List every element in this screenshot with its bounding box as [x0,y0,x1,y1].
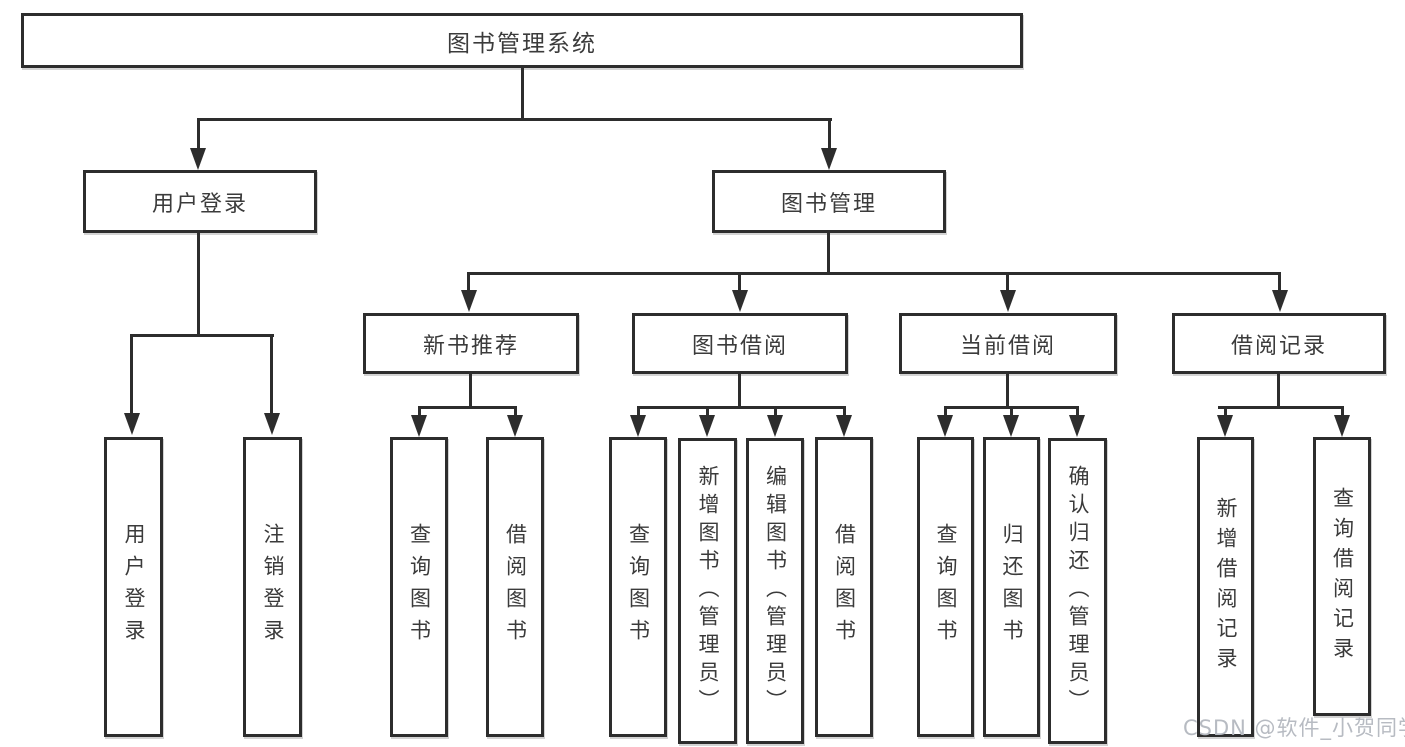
leaf-label: 归还图书 [1000,523,1024,651]
connector-new-book-stub [469,372,472,408]
node-book-management: 图书管理 [712,170,946,233]
csdn-watermark: CSDN @软件_小贺同学 [1183,716,1405,740]
arrow-down-icon [767,415,783,437]
leaf-label: 查询借阅记录 [1330,486,1355,667]
connector-to-leaf-user-login [130,334,133,414]
connector-borrowing-records-split [1218,406,1343,409]
connector-book-borrowing-stub [738,372,741,408]
connector-level2-split [468,272,1281,275]
leaf-label: 用户登录 [122,523,146,651]
arrow-down-icon [937,415,953,437]
connector-book-borrowing-split [637,406,845,409]
arrow-down-icon [507,415,523,437]
leaf-user-login: 用户登录 [104,437,163,737]
connector-leaf [637,406,640,418]
connector-user-login-stub [197,233,200,337]
arrow-down-icon [821,148,837,170]
leaf-logout: 注销登录 [243,437,302,737]
arrow-down-icon [461,290,477,312]
leaf-borrowing-query-books: 查询图书 [609,437,667,737]
connector-leaf [1224,406,1227,418]
arrow-down-icon [411,415,427,437]
leaf-newbook-query-books: 查询图书 [390,437,448,737]
node-library-management-system: 图书管理系统 [21,13,1023,68]
arrow-down-icon [1003,415,1019,437]
connector-borrowing-records-stub [1277,372,1280,408]
leaf-current-confirm-return-admin: 确认归还（管理员） [1048,438,1107,744]
leaf-label: 借阅图书 [503,523,528,651]
leaf-label: 确认归还（管理员） [1066,465,1090,717]
node-label: 图书管理 [780,191,877,217]
connector-leaf [706,406,709,418]
leaf-label: 编辑图书（管理员） [763,465,788,717]
leaf-records-add-borrow-record: 新增借阅记录 [1197,437,1254,737]
connector-root-stub [521,68,524,120]
connector-leaf [774,406,777,418]
arrow-down-icon [264,413,280,435]
connector-to-user-login [197,118,200,150]
leaf-label: 新增图书（管理员） [696,465,720,717]
leaf-current-return-books: 归还图书 [983,437,1040,737]
leaf-records-query-borrow-record: 查询借阅记录 [1313,437,1371,716]
arrow-down-icon [190,148,206,170]
leaf-label: 注销登录 [261,523,285,651]
leaf-label: 新增借阅记录 [1214,497,1238,677]
node-new-book-recommendation: 新书推荐 [363,313,579,374]
connector-to-book-borrowing [738,272,741,292]
leaf-borrowing-add-books-admin: 新增图书（管理员） [678,438,737,744]
arrow-down-icon [1272,290,1288,312]
node-label: 图书管理系统 [447,30,597,57]
connector-to-borrowing-records [1278,272,1281,292]
node-book-borrowing: 图书借阅 [632,313,848,374]
arrow-down-icon [836,415,852,437]
leaf-newbook-borrow-books: 借阅图书 [486,437,544,737]
leaf-borrowing-borrow-books: 借阅图书 [815,437,873,737]
connector-level1-split [197,118,832,121]
leaf-label: 查询图书 [407,523,432,651]
arrow-down-icon [732,290,748,312]
connector-to-new-book [467,272,470,292]
node-label: 用户登录 [151,191,248,217]
connector-leaf [514,406,517,418]
leaf-label: 查询图书 [934,523,958,651]
arrow-down-icon [1334,415,1350,437]
connector-new-book-split [418,406,516,409]
connector-leaf [1341,406,1344,418]
arrow-down-icon [124,413,140,435]
connector-leaf [944,406,947,418]
arrow-down-icon [699,415,715,437]
leaf-label: 借阅图书 [832,523,857,651]
arrow-down-icon [1000,290,1016,312]
node-borrowing-records: 借阅记录 [1172,313,1386,374]
connector-leaf [1076,406,1079,418]
leaf-label: 查询图书 [626,523,651,651]
leaf-borrowing-edit-books-admin: 编辑图书（管理员） [746,438,804,744]
leaf-current-query-books: 查询图书 [917,437,974,737]
connector-current-borrowing-stub [1006,372,1009,408]
connector-book-mgmt-stub [827,233,830,275]
node-label: 当前借阅 [959,333,1056,359]
connector-to-leaf-logout [270,334,273,414]
connector-to-current-borrowing [1006,272,1009,292]
node-user-login: 用户登录 [83,170,317,233]
node-label: 图书借阅 [691,333,788,359]
connector-leaf [418,406,421,418]
arrow-down-icon [1069,415,1085,437]
connector-to-book-management [828,118,831,150]
node-label: 借阅记录 [1230,333,1327,359]
connector-leaf [843,406,846,418]
arrow-down-icon [630,415,646,437]
connector-leaf [1010,406,1013,418]
node-current-borrowing: 当前借阅 [899,313,1117,374]
connector-user-login-split [131,334,274,337]
arrow-down-icon [1217,415,1233,437]
node-label: 新书推荐 [422,333,519,359]
